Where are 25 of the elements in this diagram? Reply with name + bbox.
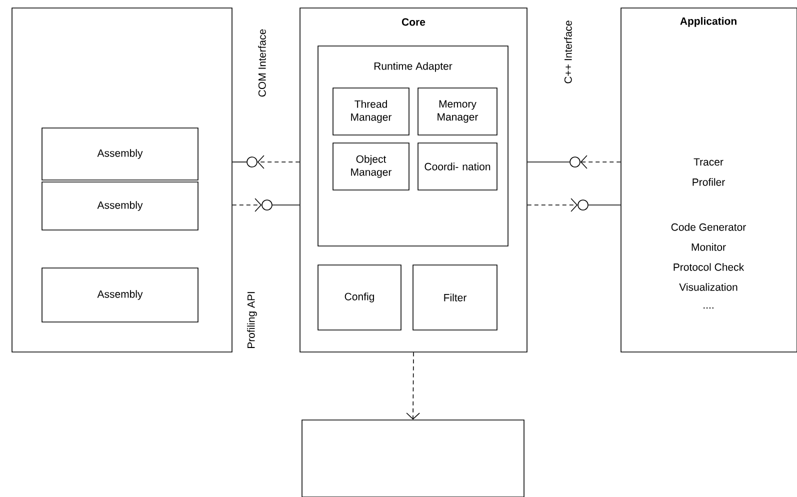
interface-circle xyxy=(578,200,588,210)
dependency-arrow xyxy=(257,155,300,169)
module-box: Config xyxy=(318,264,402,330)
module-box: Coordi- nation xyxy=(418,142,498,190)
module-box: Object Manager xyxy=(332,142,410,190)
assembly-box: Assembly xyxy=(42,182,198,230)
module-box: Filter xyxy=(412,264,498,330)
assembly-box: Assembly xyxy=(42,268,198,322)
interface-label: C++ Interface xyxy=(564,20,572,84)
connector-line xyxy=(272,204,300,206)
module-box: Memory Manager xyxy=(418,88,498,136)
interface-circle xyxy=(262,200,272,210)
connector-line xyxy=(588,204,621,206)
module-box: Thread Manager xyxy=(332,88,410,136)
interface-label: Profiling API xyxy=(247,292,257,348)
dependency-arrow xyxy=(580,155,621,169)
assembly-box: Assembly xyxy=(42,128,198,180)
component-box xyxy=(302,420,524,497)
component-box: Application Tracer Profiler Code Generator Monitor Protocol Check Visualization .... xyxy=(620,8,797,352)
dependency-arrow xyxy=(406,352,420,420)
interface-circle xyxy=(246,156,258,168)
dependency-arrow xyxy=(232,198,262,212)
interface-label: COM Interface xyxy=(258,29,266,97)
dependency-arrow xyxy=(527,198,578,212)
interface-circle xyxy=(570,156,580,168)
